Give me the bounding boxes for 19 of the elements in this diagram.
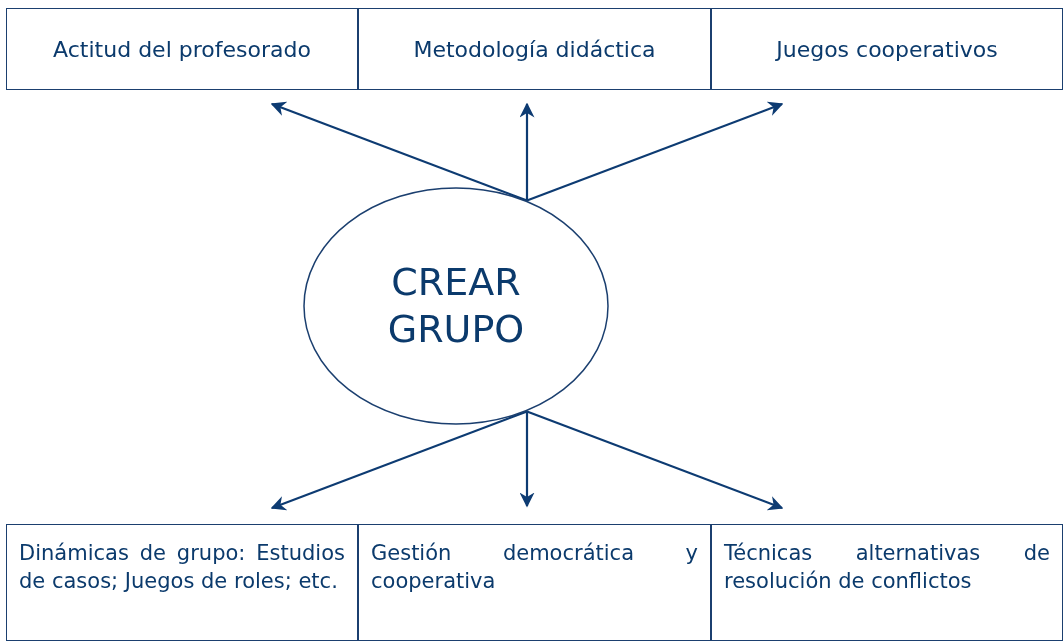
text-box xyxy=(358,524,711,641)
arrow xyxy=(526,410,784,511)
node-label: Juegos cooperativos xyxy=(776,36,998,62)
text-box xyxy=(711,524,1063,641)
arrow xyxy=(526,101,784,202)
text-box xyxy=(358,8,711,90)
text-box xyxy=(6,524,358,641)
arrow xyxy=(519,102,535,201)
text-box xyxy=(6,8,358,90)
node-label: Gestión democrática y cooperativa xyxy=(371,540,698,596)
arrow xyxy=(270,101,528,202)
arrow xyxy=(519,411,535,508)
node-label: Metodología didáctica xyxy=(413,36,656,62)
node-label: CREAR GRUPO xyxy=(386,258,526,353)
text-box xyxy=(711,8,1063,90)
arrow xyxy=(270,410,528,511)
node-label: Técnicas alternativas de resolución de conflictos xyxy=(724,540,1050,596)
node-label: Actitud del profesorado xyxy=(53,36,311,62)
node-label: Dinámicas de grupo: Estudios de casos; Juegos de roles; etc. xyxy=(19,540,345,596)
